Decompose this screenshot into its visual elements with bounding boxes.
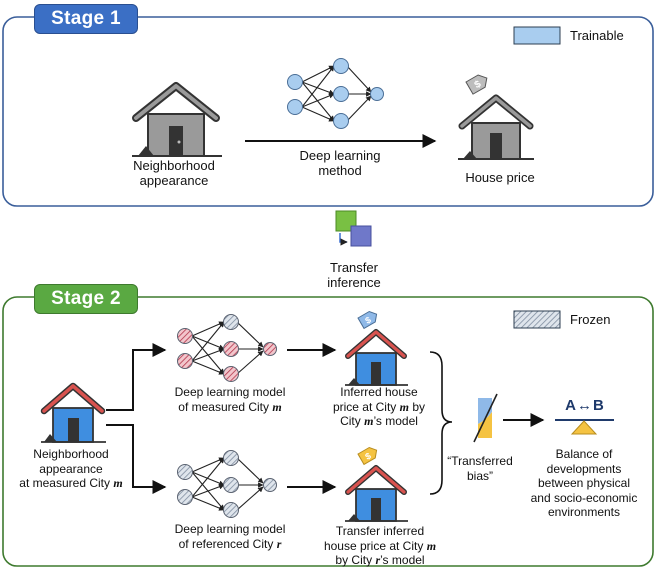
neural-network-icon bbox=[191, 321, 264, 375]
stage1-title: Stage 1 bbox=[51, 8, 121, 29]
trainable-legend-label: Trainable bbox=[570, 28, 624, 43]
top-output-label: Inferred house price at City m by City m… bbox=[332, 385, 426, 428]
trainable-swatch bbox=[513, 26, 561, 45]
house-icon bbox=[40, 382, 106, 443]
transfer-icon bbox=[335, 210, 372, 247]
svg-text:$: $ bbox=[473, 79, 484, 92]
neural-network-icon bbox=[301, 65, 372, 122]
stage1-frame bbox=[2, 16, 654, 207]
transferred-bias-label: “Transferred bias” bbox=[447, 454, 513, 483]
svg-text:$: $ bbox=[363, 451, 372, 462]
curly-brace bbox=[429, 351, 453, 495]
bottom-model-label: Deep learning model of referenced City r bbox=[174, 522, 286, 551]
house-icon bbox=[132, 82, 222, 157]
priced-house-icon: $ bbox=[345, 310, 408, 386]
balance-icon bbox=[555, 419, 614, 435]
stage2-frame bbox=[2, 296, 654, 567]
balance-symbol: A↔B bbox=[565, 397, 605, 414]
balance-label: Balance of developments between physical… bbox=[530, 447, 638, 519]
neural-nodes-referenced bbox=[177, 450, 277, 518]
bottom-output-label: Transfer inferred house price at City m … bbox=[323, 524, 437, 567]
priced-house-icon: $ bbox=[345, 446, 408, 522]
priced-house-icon: $ bbox=[458, 74, 534, 160]
neural-nodes-stage1 bbox=[287, 58, 384, 129]
stage1-tab: Stage 1 bbox=[34, 4, 138, 34]
neural-nodes-measured bbox=[177, 314, 277, 382]
stage2-input-label: Neighborhood appearance at measured City… bbox=[19, 447, 123, 490]
svg-text:$: $ bbox=[363, 315, 372, 326]
top-model-label: Deep learning model of measured City m bbox=[174, 385, 286, 414]
frozen-legend-label: Frozen bbox=[570, 312, 611, 327]
neural-network-icon bbox=[191, 457, 264, 511]
stage1-output-label: House price bbox=[465, 170, 535, 185]
bias-slash-icon bbox=[473, 393, 498, 443]
frozen-swatch bbox=[513, 310, 561, 329]
branch-arrows bbox=[106, 343, 167, 494]
stage2-tab: Stage 2 bbox=[34, 284, 138, 314]
stage2-title: Stage 2 bbox=[51, 288, 121, 309]
